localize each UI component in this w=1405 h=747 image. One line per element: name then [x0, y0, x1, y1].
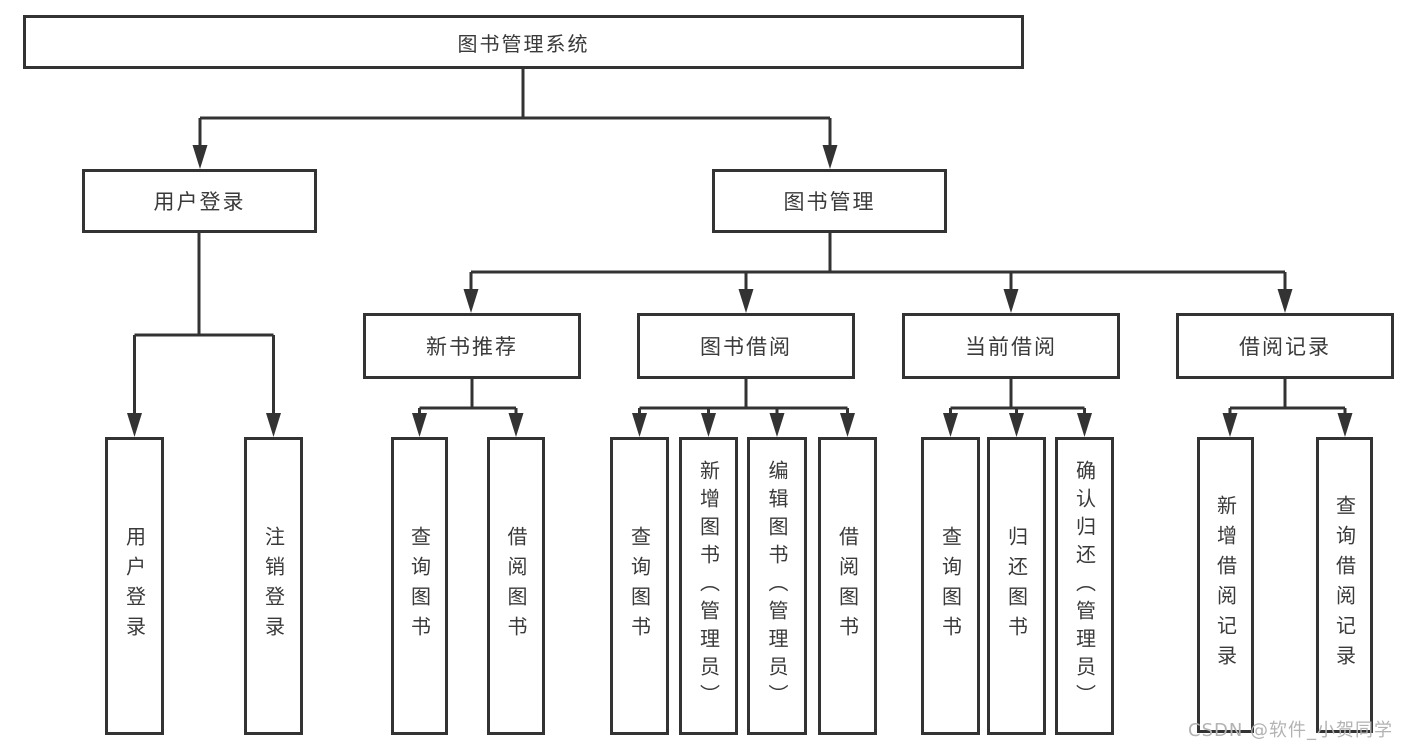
leaf-query-borrow-record: 查询借阅记录 [1316, 437, 1373, 733]
node-new-book-recommend: 新书推荐 [363, 313, 581, 379]
connector-root-to-level1 [198, 68, 832, 147]
leaf-query-books-recommend: 查询图书 [391, 437, 448, 735]
arrow-icon [1337, 413, 1353, 437]
arrow-icon [738, 289, 754, 313]
watermark: CSDN @软件_小贺同学 [1188, 720, 1394, 741]
node-book-management: 图书管理 [712, 169, 947, 233]
root-node-system-title: 图书管理系统 [23, 15, 1024, 69]
leaf-query-books-current: 查询图书 [921, 437, 980, 735]
arrow-icon [1222, 413, 1238, 437]
arrow-icon [943, 413, 958, 437]
node-user-login: 用户登录 [82, 169, 317, 233]
arrow-icon [266, 413, 281, 437]
leaf-borrow-books-recommend: 借阅图书 [487, 437, 545, 735]
connector-user-login-to-leaves [133, 233, 275, 415]
leaf-edit-book-admin: 编辑图书（管理员） [747, 437, 807, 735]
connector-new-book-to-leaves [418, 379, 518, 415]
node-borrow-records: 借阅记录 [1176, 313, 1394, 379]
leaf-add-borrow-record: 新增借阅记录 [1197, 437, 1254, 733]
arrow-icon [701, 413, 716, 437]
leaf-query-books-borrow: 查询图书 [610, 437, 669, 735]
node-current-borrow: 当前借阅 [902, 313, 1120, 379]
connector-book-management-to-level2 [469, 233, 1287, 291]
leaf-return-book: 归还图书 [987, 437, 1046, 735]
arrow-icon [1077, 413, 1092, 437]
leaf-add-book-admin: 新增图书（管理员） [679, 437, 738, 735]
arrow-icon [1003, 289, 1019, 313]
arrow-icon [463, 289, 479, 313]
leaf-confirm-return-admin: 确认归还（管理员） [1055, 437, 1114, 735]
arrow-icon [769, 413, 785, 437]
connector-current-borrow-to-leaves [949, 379, 1086, 415]
leaf-logout: 注销登录 [244, 437, 303, 735]
arrow-icon [840, 413, 855, 437]
arrow-icon [632, 413, 647, 437]
node-book-borrow: 图书借阅 [637, 313, 855, 379]
arrow-icon [508, 413, 524, 437]
arrow-icon [822, 145, 838, 169]
arrow-icon [412, 413, 427, 437]
leaf-user-login: 用户登录 [105, 437, 164, 735]
arrow-icon [1009, 413, 1024, 437]
arrowheads [127, 145, 1353, 437]
arrow-icon [127, 413, 142, 437]
leaf-borrow-books: 借阅图书 [818, 437, 877, 735]
connector-book-borrow-to-leaves [638, 379, 849, 415]
connector-borrow-records-to-leaves [1228, 379, 1347, 415]
arrow-icon [192, 145, 208, 169]
arrow-icon [1277, 289, 1293, 313]
